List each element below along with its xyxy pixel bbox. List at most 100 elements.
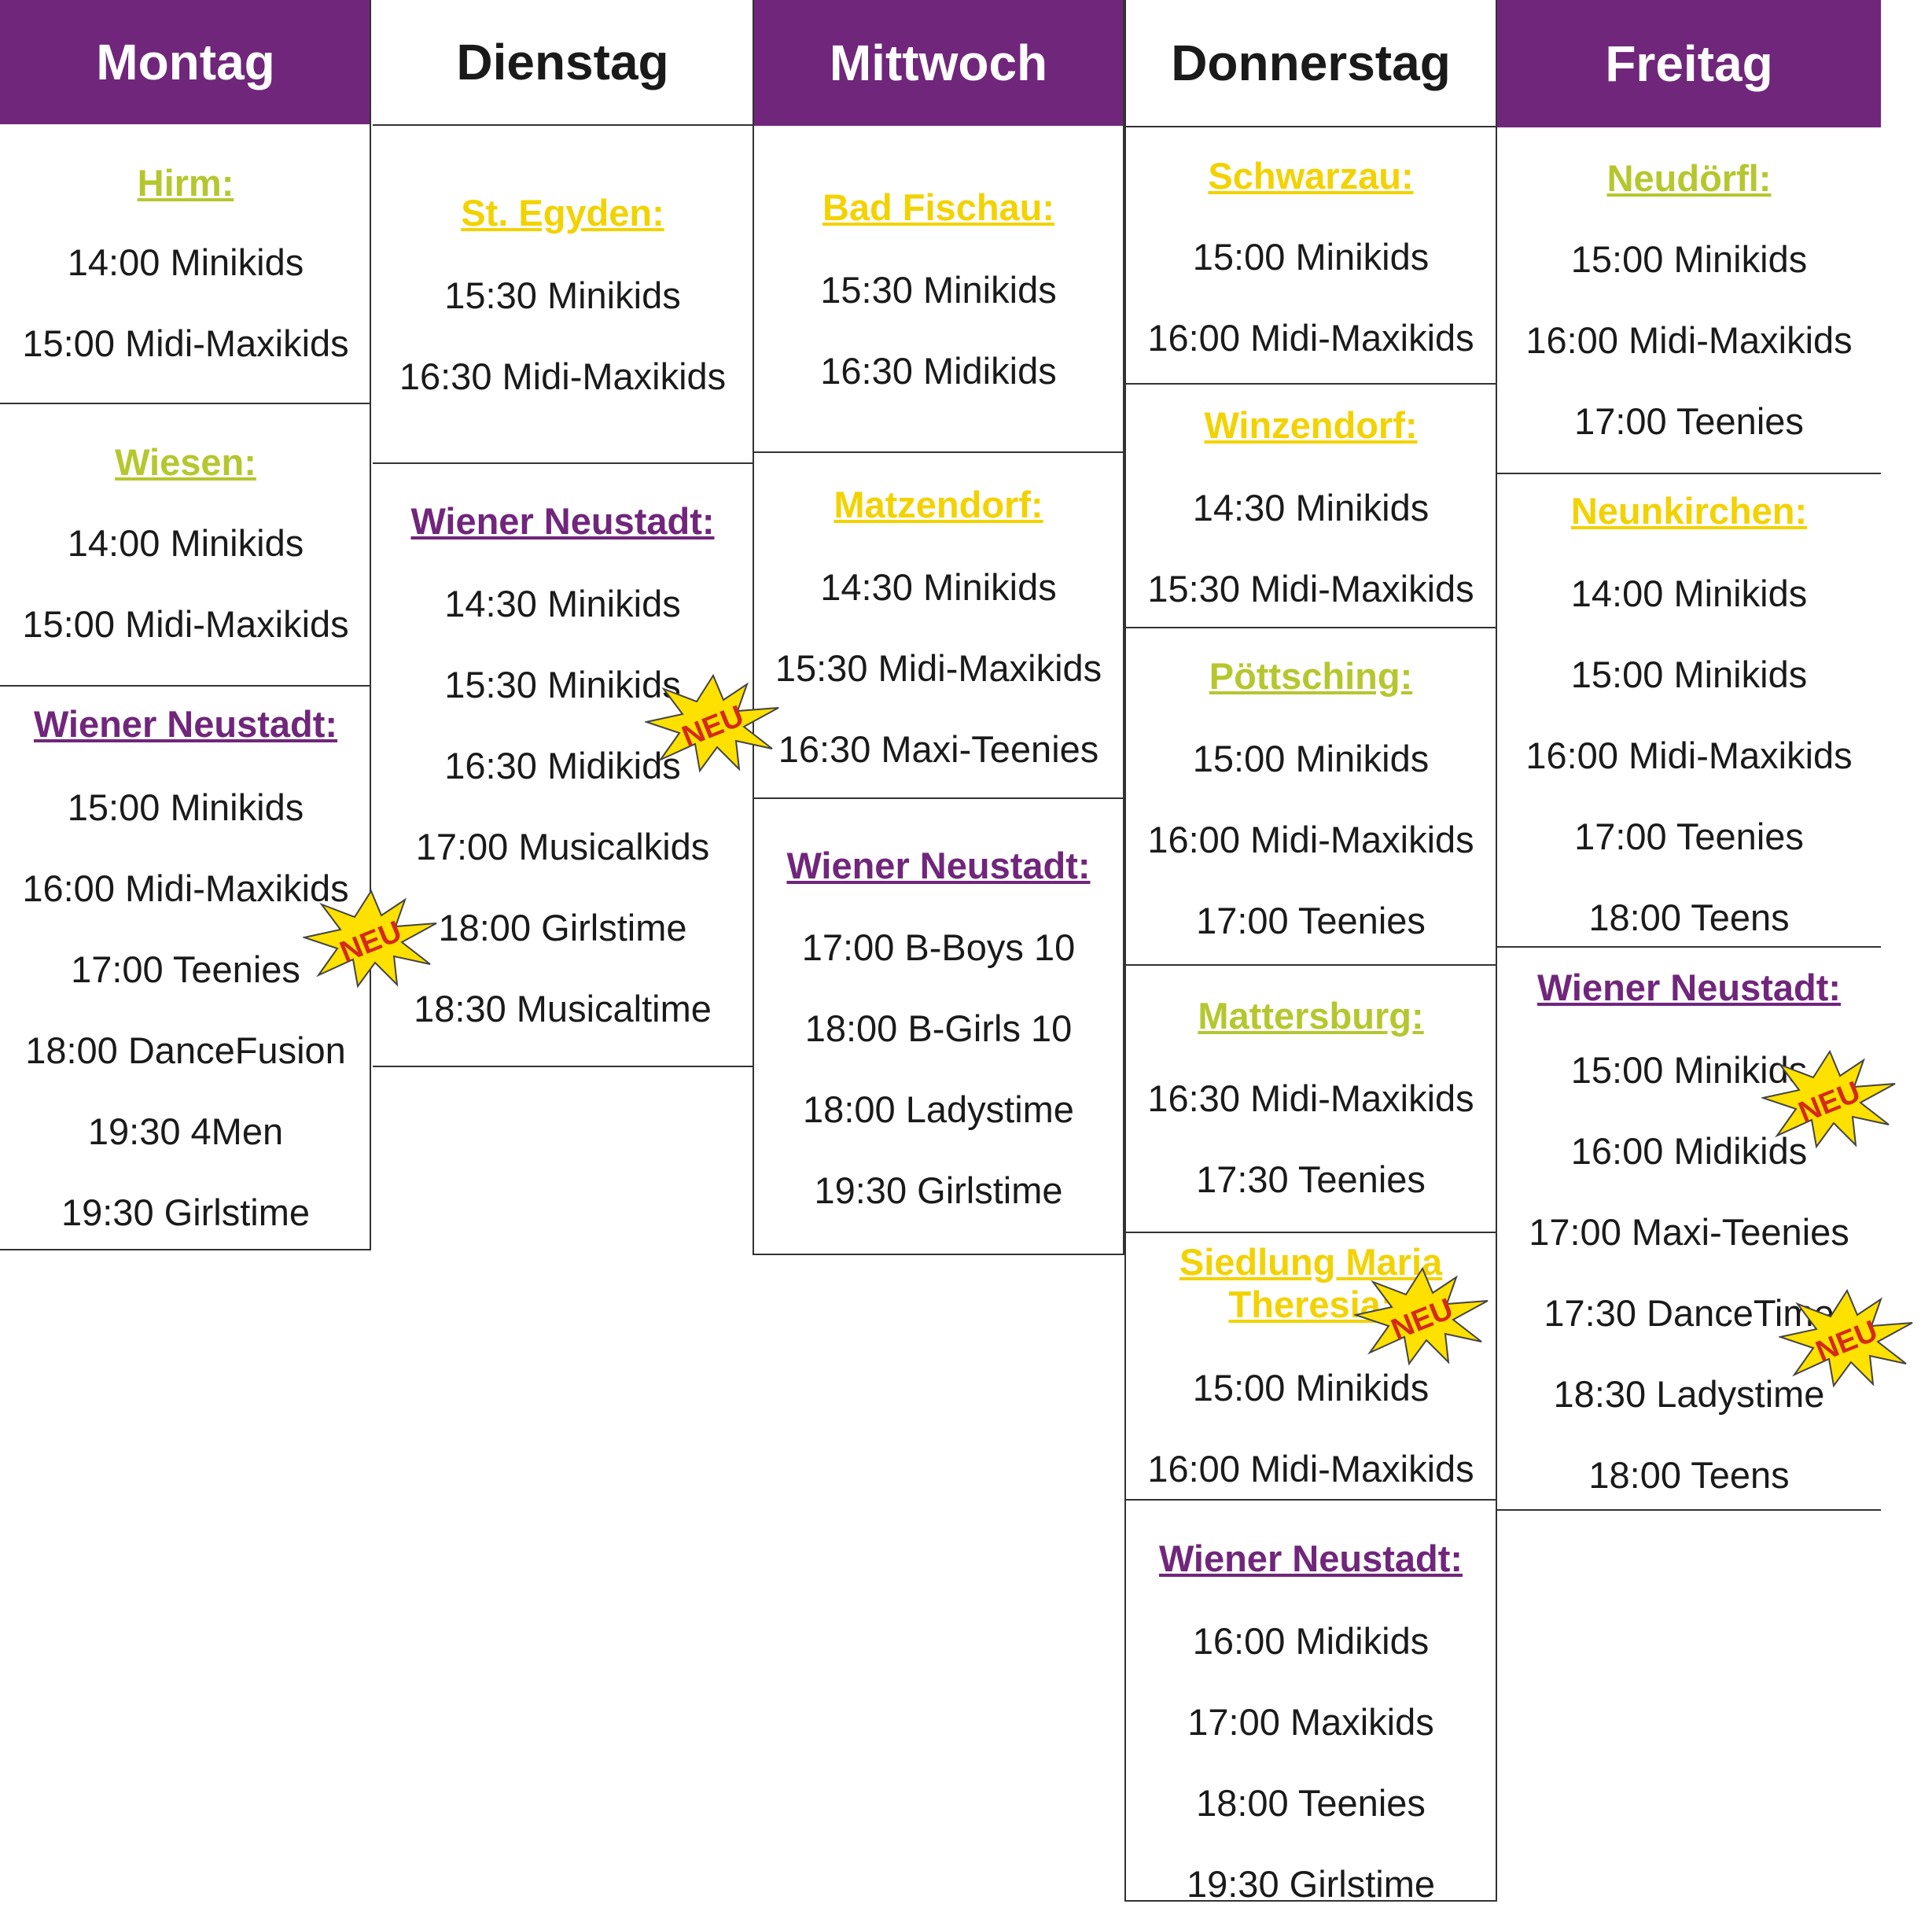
schedule-entry: 15:00 Minikids bbox=[1192, 1367, 1430, 1409]
schedule-entry: 19:30 Girlstime bbox=[61, 1191, 311, 1233]
schedule-entry: 16:00 Midikids bbox=[1192, 1620, 1430, 1662]
neu-starburst bbox=[1354, 1266, 1489, 1366]
schedule-entry: 16:00 Midi-Maxikids bbox=[1147, 317, 1474, 359]
day-header-freitag: Freitag bbox=[1497, 0, 1881, 127]
section-bad-fischau: Bad Fischau: 15:30 Minikids 16:30 Midiki… bbox=[753, 126, 1124, 453]
schedule-entry: 19:30 Girlstime bbox=[1186, 1863, 1436, 1905]
neu-badge: NEU bbox=[645, 673, 779, 773]
schedule-entry: 15:00 Midi-Maxikids bbox=[22, 322, 349, 364]
schedule-entry: 18:30 Ladystime bbox=[1553, 1373, 1825, 1415]
schedule-entry: 17:30 Teenies bbox=[1196, 1158, 1426, 1200]
schedule-entry: 18:00 Teens bbox=[1588, 1454, 1790, 1496]
location-title: Wiesen: bbox=[115, 441, 256, 483]
day-column-dienstag: Dienstag St. Egyden: 15:30 Minikids 16:3… bbox=[373, 0, 753, 1067]
location-title-line-1: Siedlung Maria bbox=[1179, 1241, 1443, 1283]
schedule-entry: 15:00 Minikids bbox=[1570, 238, 1808, 280]
section-hirm: Hirm: 14:00 Minikids 15:00 Midi-Maxikids bbox=[0, 124, 371, 404]
section-neunkirchen: Neunkirchen: 14:00 Minikids 15:00 Miniki… bbox=[1497, 474, 1881, 948]
location-title: St. Egyden: bbox=[461, 192, 664, 234]
neu-starburst bbox=[303, 889, 437, 989]
section-wiesen: Wiesen: 14:00 Minikids 15:00 Midi-Maxiki… bbox=[0, 404, 371, 687]
schedule-entry: 16:00 Midikids bbox=[1570, 1130, 1808, 1172]
location-title: Wiener Neustadt: bbox=[1158, 1538, 1463, 1579]
day-header-montag: Montag bbox=[0, 0, 371, 124]
schedule-entry: 15:30 Minikids bbox=[444, 664, 681, 705]
schedule-entry: 18:00 Teens bbox=[1588, 897, 1790, 938]
neu-badge: NEU bbox=[1779, 1288, 1913, 1388]
neu-badge: NEU bbox=[1761, 1049, 1896, 1149]
location-title: Wiener Neustadt: bbox=[410, 500, 715, 542]
schedule-entry: 18:00 DanceFusion bbox=[25, 1029, 346, 1071]
location-title: Bad Fischau: bbox=[822, 186, 1055, 228]
location-title: Wiener Neustadt: bbox=[33, 703, 338, 745]
column-divider bbox=[1123, 0, 1124, 1255]
schedule-entry: 17:00 Maxi-Teenies bbox=[1529, 1211, 1849, 1253]
day-header-mittwoch: Mittwoch bbox=[753, 0, 1124, 126]
section-wiener-neustadt: Wiener Neustadt: 14:30 Minikids 15:30 Mi… bbox=[373, 464, 753, 1067]
column-divider bbox=[1124, 0, 1126, 1902]
section-wiener-neustadt: Wiener Neustadt: 16:00 Midikids 17:00 Ma… bbox=[1124, 1501, 1497, 1905]
schedule-entry: 15:30 Midi-Maxikids bbox=[775, 647, 1102, 689]
location-title: Winzendorf: bbox=[1204, 404, 1418, 446]
day-column-freitag: Freitag Neudörfl: 15:00 Minikids 16:00 M… bbox=[1497, 0, 1881, 1511]
schedule-entry: 17:00 Maxikids bbox=[1187, 1701, 1434, 1743]
location-title: Schwarzau: bbox=[1208, 155, 1414, 197]
section-siedlung-maria-theresia: Siedlung Maria Theresia: 15:00 Minikids … bbox=[1124, 1233, 1497, 1501]
schedule-entry: 16:30 Midi-Maxikids bbox=[1147, 1077, 1474, 1119]
schedule-entry: 15:00 Midi-Maxikids bbox=[22, 603, 349, 645]
day-column-donnerstag: Donnerstag Schwarzau: 15:00 Minikids 16:… bbox=[1124, 0, 1497, 1905]
schedule-entry: 15:00 Minikids bbox=[1570, 654, 1808, 695]
location-title: Neunkirchen: bbox=[1570, 490, 1808, 532]
schedule-entry: 14:00 Minikids bbox=[1570, 573, 1808, 614]
schedule-entry: 15:00 Minikids bbox=[1570, 1049, 1808, 1091]
section-wiener-neustadt: Wiener Neustadt: 15:00 Minikids 16:00 Mi… bbox=[1497, 948, 1881, 1511]
schedule-entry: 14:30 Minikids bbox=[444, 583, 681, 624]
section-mattersburg: Mattersburg: 16:30 Midi-Maxikids 17:30 T… bbox=[1124, 966, 1497, 1233]
schedule-entry: 16:00 Midi-Maxikids bbox=[22, 867, 349, 909]
section-matzendorf: Matzendorf: 14:30 Minikids 15:30 Midi-Ma… bbox=[753, 453, 1124, 799]
location-title: Pöttsching: bbox=[1209, 655, 1413, 697]
schedule-entry: 14:00 Minikids bbox=[67, 241, 304, 283]
schedule-entry: 17:00 Teenies bbox=[71, 948, 300, 990]
location-title: Wiener Neustadt: bbox=[786, 845, 1091, 886]
column-divider bbox=[1496, 0, 1497, 1902]
neu-badge: NEU bbox=[303, 889, 437, 989]
column-divider bbox=[370, 0, 371, 1250]
section-poettsching: Pöttsching: 15:00 Minikids 16:00 Midi-Ma… bbox=[1124, 628, 1497, 966]
schedule-entry: 17:00 B-Boys 10 bbox=[801, 926, 1076, 968]
schedule-entry: 18:00 Girlstime bbox=[438, 907, 687, 948]
day-header-dienstag: Dienstag bbox=[373, 0, 753, 126]
day-column-montag: Montag Hirm: 14:00 Minikids 15:00 Midi-M… bbox=[0, 0, 371, 1250]
schedule-entry: 17:00 Musicalkids bbox=[415, 826, 710, 867]
schedule-entry: 17:00 Teenies bbox=[1196, 900, 1426, 941]
neu-starburst bbox=[1761, 1049, 1896, 1149]
section-wiener-neustadt: Wiener Neustadt: 17:00 B-Boys 10 18:00 B… bbox=[753, 799, 1124, 1255]
schedule-entry: 17:00 Teenies bbox=[1574, 400, 1804, 442]
schedule-entry: 18:00 Teenies bbox=[1196, 1782, 1426, 1824]
schedule-entry: 15:30 Minikids bbox=[444, 274, 681, 316]
day-column-mittwoch: Mittwoch Bad Fischau: 15:30 Minikids 16:… bbox=[753, 0, 1124, 1255]
schedule-entry: 15:30 Midi-Maxikids bbox=[1147, 568, 1474, 609]
schedule-entry: 16:00 Midi-Maxikids bbox=[1147, 819, 1474, 860]
section-neudoerfl: Neudörfl: 15:00 Minikids 16:00 Midi-Maxi… bbox=[1497, 127, 1881, 474]
section-st-egyden: St. Egyden: 15:30 Minikids 16:30 Midi-Ma… bbox=[373, 126, 753, 464]
schedule-entry: 16:00 Midi-Maxikids bbox=[1147, 1448, 1474, 1490]
schedule-entry: 16:30 Maxi-Teenies bbox=[778, 728, 1099, 770]
schedule-entry: 16:00 Midi-Maxikids bbox=[1525, 735, 1853, 776]
section-winzendorf: Winzendorf: 14:30 Minikids 15:30 Midi-Ma… bbox=[1124, 385, 1497, 628]
location-title: Wiener Neustadt: bbox=[1536, 967, 1842, 1008]
schedule-entry: 18:30 Musicaltime bbox=[414, 988, 712, 1029]
location-title: Matzendorf: bbox=[834, 484, 1043, 525]
location-title: Neudörfl: bbox=[1606, 157, 1772, 199]
schedule-entry: 16:30 Midikids bbox=[820, 350, 1057, 392]
schedule-entry: 14:30 Minikids bbox=[820, 566, 1057, 608]
schedule-entry: 14:30 Minikids bbox=[1192, 487, 1430, 528]
neu-badge: NEU bbox=[1354, 1266, 1489, 1366]
schedule-entry: 16:30 Midi-Maxikids bbox=[399, 355, 727, 397]
section-schwarzau: Schwarzau: 15:00 Minikids 16:00 Midi-Max… bbox=[1124, 127, 1497, 385]
schedule-entry: 16:30 Midikids bbox=[444, 745, 681, 786]
column-divider bbox=[753, 0, 754, 1255]
section-wiener-neustadt: Wiener Neustadt: 15:00 Minikids 16:00 Mi… bbox=[0, 687, 371, 1250]
schedule-entry: 14:00 Minikids bbox=[67, 522, 304, 564]
schedule-entry: 16:00 Midi-Maxikids bbox=[1525, 319, 1853, 361]
